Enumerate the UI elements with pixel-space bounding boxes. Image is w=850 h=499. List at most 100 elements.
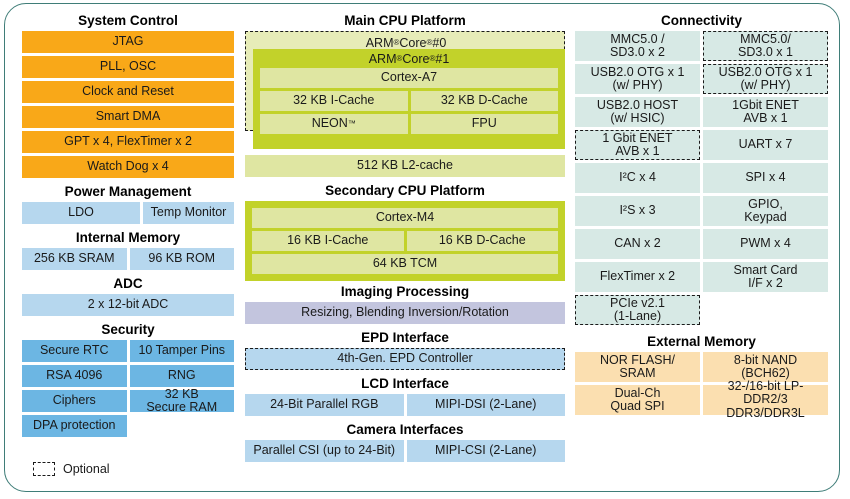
block-1gbit-enet-avb-x-1[interactable]: 1Gbit ENET AVB x 1 bbox=[703, 97, 828, 127]
block-pwm-x-4[interactable]: PWM x 4 bbox=[703, 229, 828, 259]
block-96kb-rom[interactable]: 96 KB ROM bbox=[129, 248, 234, 270]
block-imaging-processing[interactable]: Resizing, Blending Inversion/Rotation bbox=[245, 302, 565, 324]
block-temp-monitor[interactable]: Temp Monitor bbox=[143, 202, 234, 224]
block-mipi-dsi[interactable]: MIPI-DSI (2-Lane) bbox=[406, 394, 565, 416]
connectivity-row: USB2.0 OTG x 1 (w/ PHY)USB2.0 OTG x 1 (w… bbox=[575, 64, 828, 94]
block-uart-x-7[interactable]: UART x 7 bbox=[703, 130, 828, 160]
block-clock-and-reset[interactable]: Clock and Reset bbox=[22, 81, 234, 103]
block-arm-core-1[interactable]: ARM® Core® #1 Cortex-A7 32 KB I-Cache 32… bbox=[253, 49, 565, 149]
m4-row-1: 16 KB I-Cache 16 KB D-Cache bbox=[252, 231, 558, 251]
block-watch-dog[interactable]: Watch Dog x 4 bbox=[22, 156, 234, 178]
security-right-stack: 10 Tamper Pins RNG 32 KB Secure RAM bbox=[129, 340, 234, 437]
legend-dashed-swatch-icon bbox=[33, 462, 55, 476]
block-64kb-tcm[interactable]: 64 KB TCM bbox=[252, 254, 558, 274]
block-rng[interactable]: RNG bbox=[129, 365, 234, 387]
block-12bit-adc[interactable]: 2 x 12-bit ADC bbox=[22, 294, 234, 316]
security-grid: Secure RTC RSA 4096 Ciphers DPA protecti… bbox=[22, 340, 234, 437]
block-16kb-icache[interactable]: 16 KB I-Cache bbox=[252, 231, 404, 251]
block-dpa-protection[interactable]: DPA protection bbox=[22, 415, 127, 437]
block-secondary-cpu-container[interactable]: Cortex-M4 16 KB I-Cache 16 KB D-Cache 64… bbox=[245, 201, 565, 281]
block-can-x-2[interactable]: CAN x 2 bbox=[575, 229, 700, 259]
block-parallel-csi[interactable]: Parallel CSI (up to 24-Bit) bbox=[245, 440, 404, 462]
section-title-security: Security bbox=[101, 322, 155, 337]
section-title-imaging-processing: Imaging Processing bbox=[340, 284, 470, 299]
system-control-row-2: Clock and Reset bbox=[22, 81, 234, 103]
camera-row: Parallel CSI (up to 24-Bit) MIPI-CSI (2-… bbox=[245, 440, 565, 462]
section-title-power-management: Power Management bbox=[64, 184, 192, 199]
block-1-gbit-enet-avb-x-1[interactable]: 1 Gbit ENET AVB x 1 bbox=[575, 130, 700, 160]
system-control-row-4: GPT x 4, FlexTimer x 2 bbox=[22, 131, 234, 153]
left-column: System Control JTAG PLL, OSC Clock and R… bbox=[22, 10, 234, 437]
power-management-row: LDO Temp Monitor bbox=[22, 202, 234, 224]
block-32kb-dcache[interactable]: 32 KB D-Cache bbox=[410, 91, 558, 111]
block-mipi-csi[interactable]: MIPI-CSI (2-Lane) bbox=[406, 440, 565, 462]
block-usb2-0-host-w-hsic[interactable]: USB2.0 HOST (w/ HSIC) bbox=[575, 97, 700, 127]
block-fpu[interactable]: FPU bbox=[410, 114, 558, 134]
block-i2c-x-4[interactable]: I²C x 4 bbox=[575, 163, 700, 193]
lcd-row: 24-Bit Parallel RGB MIPI-DSI (2-Lane) bbox=[245, 394, 565, 416]
block-usb2-0-otg-x-1-w-phy[interactable]: USB2.0 OTG x 1 (w/ PHY) bbox=[575, 64, 700, 94]
section-title-external-memory: External Memory bbox=[647, 334, 756, 349]
system-control-row-5: Watch Dog x 4 bbox=[22, 156, 234, 178]
block-512kb-l2-cache[interactable]: 512 KB L2-cache bbox=[245, 155, 565, 177]
block-32-16-bit-lp-ddr2-3-ddr3-ddr3l[interactable]: 32-/16-bit LP-DDR2/3 DDR3/DDR3L bbox=[703, 379, 828, 420]
section-title-system-control: System Control bbox=[78, 13, 178, 28]
block-i2s-x-3[interactable]: I²S x 3 bbox=[575, 196, 700, 226]
l2-cache-row: 512 KB L2-cache bbox=[245, 155, 565, 177]
block-pcie-v2-1-1-lane[interactable]: PCIe v2.1 (1-Lane) bbox=[575, 295, 700, 325]
block-mmc5-0-sd3-0-x-2[interactable]: MMC5.0 / SD3.0 x 2 bbox=[575, 31, 700, 61]
section-title-epd-interface: EPD Interface bbox=[361, 330, 449, 345]
system-control-row-0: JTAG bbox=[22, 31, 234, 53]
legend-label: Optional bbox=[63, 462, 110, 476]
block-cortex-a7[interactable]: Cortex-A7 bbox=[260, 68, 558, 88]
block-24bit-parallel-rgb[interactable]: 24-Bit Parallel RGB bbox=[245, 394, 404, 416]
block-10-tamper-pins[interactable]: 10 Tamper Pins bbox=[129, 340, 234, 362]
center-column: Main CPU Platform ARM® Core® #0 ARM® Cor… bbox=[245, 10, 565, 465]
block-epd-controller[interactable]: 4th-Gen. EPD Controller bbox=[245, 348, 565, 370]
block-usb2-0-otg-x-1-w-phy[interactable]: USB2.0 OTG x 1 (w/ PHY) bbox=[703, 64, 828, 94]
section-title-adc: ADC bbox=[113, 276, 143, 291]
section-title-secondary-cpu-platform: Secondary CPU Platform bbox=[325, 183, 485, 198]
connectivity-row: PCIe v2.1 (1-Lane) bbox=[575, 295, 828, 325]
block-secure-rtc[interactable]: Secure RTC bbox=[22, 340, 127, 362]
block-32kb-secure-ram[interactable]: 32 KB Secure RAM bbox=[129, 387, 234, 414]
system-control-row-3: Smart DMA bbox=[22, 106, 234, 128]
internal-memory-row: 256 KB SRAM 96 KB ROM bbox=[22, 248, 234, 270]
block-32kb-icache[interactable]: 32 KB I-Cache bbox=[260, 91, 408, 111]
block-gpio-keypad[interactable]: GPIO, Keypad bbox=[703, 196, 828, 226]
block-cortex-m4[interactable]: Cortex-M4 bbox=[252, 208, 558, 228]
block-spi-x-4[interactable]: SPI x 4 bbox=[703, 163, 828, 193]
spacer-cell bbox=[703, 295, 828, 325]
block-jtag[interactable]: JTAG bbox=[22, 31, 234, 53]
block-ciphers[interactable]: Ciphers bbox=[22, 390, 127, 412]
block-nor-flash-sram[interactable]: NOR FLASH/ SRAM bbox=[575, 352, 700, 382]
block-gpt-flextimer[interactable]: GPT x 4, FlexTimer x 2 bbox=[22, 131, 234, 153]
block-256kb-sram[interactable]: 256 KB SRAM bbox=[22, 248, 127, 270]
block-flextimer-x-2[interactable]: FlexTimer x 2 bbox=[575, 262, 700, 292]
block-smart-card-i-f-x-2[interactable]: Smart Card I/F x 2 bbox=[703, 262, 828, 292]
epd-row: 4th-Gen. EPD Controller bbox=[245, 348, 565, 370]
legend: Optional bbox=[33, 462, 110, 476]
block-8-bit-nand-bch62[interactable]: 8-bit NAND (BCH62) bbox=[703, 352, 828, 382]
core1-row-0: Cortex-A7 bbox=[260, 68, 558, 88]
security-left-stack: Secure RTC RSA 4096 Ciphers DPA protecti… bbox=[22, 340, 127, 437]
block-rsa-4096[interactable]: RSA 4096 bbox=[22, 365, 127, 387]
block-mmc5-0-sd3-0-x-1[interactable]: MMC5.0/ SD3.0 x 1 bbox=[703, 31, 828, 61]
block-16kb-dcache[interactable]: 16 KB D-Cache bbox=[406, 231, 558, 251]
block-pll-osc[interactable]: PLL, OSC bbox=[22, 56, 234, 78]
block-smart-dma[interactable]: Smart DMA bbox=[22, 106, 234, 128]
block-ldo[interactable]: LDO bbox=[22, 202, 140, 224]
section-title-internal-memory: Internal Memory bbox=[75, 230, 181, 245]
m4-row-2: 64 KB TCM bbox=[252, 254, 558, 274]
block-dual-ch-quad-spi[interactable]: Dual-Ch Quad SPI bbox=[575, 385, 700, 415]
